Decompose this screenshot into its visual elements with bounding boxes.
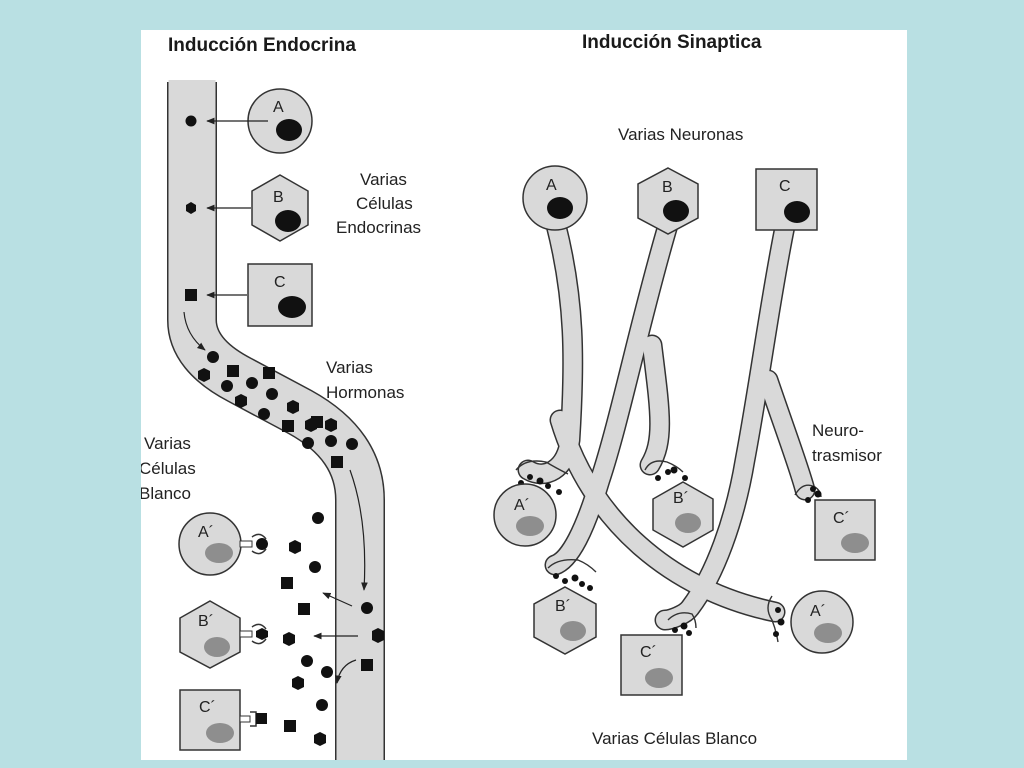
label-neurons: Varias Neuronas xyxy=(618,125,743,144)
svg-text:Endocrinas: Endocrinas xyxy=(336,218,421,237)
svg-text:Células: Células xyxy=(356,194,413,213)
free-hormones xyxy=(281,512,333,746)
cell-label: B´ xyxy=(555,598,571,615)
cell-label: A xyxy=(273,99,284,116)
title-synaptic: Inducción Sinaptica xyxy=(582,32,762,53)
svg-text:Varias: Varias xyxy=(144,434,191,453)
svg-text:trasmisor: trasmisor xyxy=(812,446,882,465)
cell-label: C xyxy=(779,178,791,195)
endocrine-cell-c: C xyxy=(247,263,313,327)
cell-label: A xyxy=(546,177,557,194)
cell-label: A´ xyxy=(810,603,826,620)
neuron-b: B xyxy=(637,167,699,235)
target-cell-a-prime-synapse-1: A´ xyxy=(493,483,557,547)
cell-label: C´ xyxy=(640,644,657,661)
svg-text:Varias: Varias xyxy=(360,170,407,189)
cell-label: B´ xyxy=(198,613,214,630)
cell-label: C´ xyxy=(199,699,216,716)
target-cell-b-prime-left: B´ xyxy=(179,600,268,669)
target-cell-c-prime-synapse-1: C´ xyxy=(814,499,876,561)
cell-label: A´ xyxy=(514,497,530,514)
target-cell-c-prime-synapse-2: C´ xyxy=(620,634,683,696)
svg-text:Neuro-: Neuro- xyxy=(812,421,864,440)
neuron-c: C xyxy=(755,168,818,231)
cell-label: C´ xyxy=(833,510,850,527)
target-cell-b-prime-synapse-1: B´ xyxy=(652,481,714,548)
target-cell-a-prime-left: A´ xyxy=(178,512,268,576)
induction-diagram: Inducción Endocrina A B C xyxy=(141,32,882,760)
target-cell-b-prime-synapse-2: B´ xyxy=(533,586,597,655)
target-cell-a-prime-synapse-2: A´ xyxy=(790,590,854,654)
label-target-cells-left: Varias Células Blanco xyxy=(141,434,196,503)
neurotransmitter-molecules xyxy=(518,466,822,637)
label-hormones: Varias Hormonas xyxy=(326,358,404,402)
label-neurotransmitter: Neuro- trasmisor xyxy=(812,421,882,465)
endocrine-cell-b: B xyxy=(251,174,309,242)
cell-label: C xyxy=(274,274,286,291)
cell-label: B xyxy=(662,179,673,196)
slide: Inducción Endocrina A B C xyxy=(141,30,907,760)
cell-label: B´ xyxy=(673,490,689,507)
axons xyxy=(517,214,816,631)
endocrine-cell-a: A xyxy=(247,88,313,154)
target-cell-c-prime-left: C´ xyxy=(179,689,267,751)
hormone-molecules xyxy=(198,351,358,468)
label-endocrine-cells: Varias Células Endocrinas xyxy=(336,170,421,237)
cell-label: B xyxy=(273,189,284,206)
blood-vessel xyxy=(167,80,385,760)
cell-label: A´ xyxy=(198,524,214,541)
svg-text:Células: Células xyxy=(141,459,196,478)
label-target-cells-bottom: Varias Células Blanco xyxy=(592,729,757,748)
title-endocrine: Inducción Endocrina xyxy=(168,35,356,56)
neuron-a: A xyxy=(522,165,588,231)
svg-text:Blanco: Blanco xyxy=(141,484,191,503)
svg-text:Varias: Varias xyxy=(326,358,373,377)
svg-text:Hormonas: Hormonas xyxy=(326,383,404,402)
